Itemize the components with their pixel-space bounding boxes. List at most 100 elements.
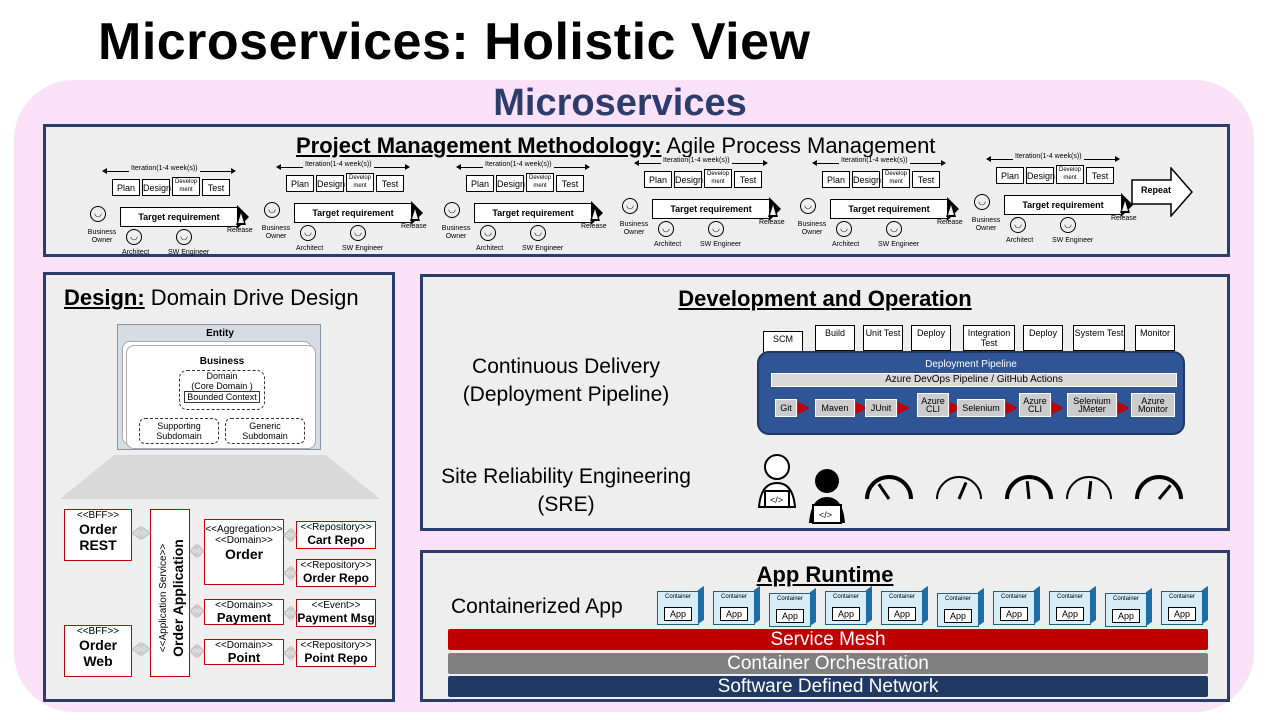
container-label: Container <box>1056 594 1083 600</box>
release-label: Release <box>401 223 427 230</box>
release-icon <box>1120 197 1130 213</box>
tool-2: JUnit <box>865 399 897 417</box>
container-label: Container <box>776 596 803 602</box>
app-label: App <box>832 607 860 621</box>
pipeline-arrow <box>798 402 810 414</box>
sw-engineer-label: SW Engineer <box>878 241 920 248</box>
target-requirement: Target requirement <box>652 197 781 221</box>
sw-engineer-icon: ◡ <box>1060 217 1076 233</box>
container-label: Container <box>888 594 915 600</box>
test-box: Test <box>376 175 404 192</box>
app-label: App <box>1112 609 1140 623</box>
tool-5: Azure CLI <box>1019 393 1051 417</box>
point-domain: <<Domain>>Point <box>204 639 284 665</box>
gauge-icon <box>936 476 982 500</box>
target-requirement: Target requirement <box>120 205 249 229</box>
devops-panel: Development and Operation Continuous Del… <box>420 274 1230 531</box>
containerized-app-label: Containerized App <box>451 595 623 618</box>
business-owner-label: Business Owner <box>441 225 471 240</box>
design-box: Design <box>1026 167 1055 184</box>
pipeline-subtitle: Azure DevOps Pipeline / GitHub Actions <box>771 373 1177 387</box>
stage-5: Deploy <box>1023 325 1063 351</box>
project-management-panel: Project Management Methodology: Agile Pr… <box>43 124 1230 257</box>
tool-1: Maven <box>815 399 855 417</box>
sw-engineer-label: SW Engineer <box>522 245 564 252</box>
business-owner-label: Business Owner <box>971 217 1001 232</box>
target-requirement: Target requirement <box>830 197 959 221</box>
business-owner-icon: ◡ <box>264 202 280 218</box>
business-owner-label: Business Owner <box>619 221 649 236</box>
pipeline-arrow <box>1118 402 1130 414</box>
design-box: Design <box>674 171 703 188</box>
pipeline-arrow <box>1006 402 1018 414</box>
payment-domain: <<Domain>>Payment <box>204 599 284 625</box>
sw-engineer-label: SW Engineer <box>168 249 210 256</box>
architect-label: Architect <box>832 241 860 248</box>
architect-icon: ◡ <box>1010 217 1026 233</box>
architect-label: Architect <box>122 249 150 256</box>
plan-box: Plan <box>822 171 850 188</box>
target-requirement: Target requirement <box>294 201 423 225</box>
bff-order-web: <<BFF>>Order Web <box>64 625 132 677</box>
deployment-pipeline: Deployment Pipeline Azure DevOps Pipelin… <box>757 351 1185 435</box>
sw-engineer-icon: ◡ <box>708 221 724 237</box>
plan-box: Plan <box>286 175 314 192</box>
gauge-icon <box>1005 475 1053 500</box>
stage-3: Deploy <box>911 325 951 351</box>
bounded-context-label: Bounded Context <box>184 391 260 403</box>
test-box: Test <box>556 175 584 192</box>
app-label: App <box>888 607 916 621</box>
business-label: Business <box>199 356 245 367</box>
engineer-icon: </> <box>757 454 797 508</box>
release-label: Release <box>581 223 607 230</box>
tool-7: Azure Monitor <box>1131 393 1175 417</box>
payment-msg-event: <<Event>>Payment Msg <box>296 599 376 627</box>
sw-engineer-label: SW Engineer <box>1052 237 1094 244</box>
gauge-icon <box>1135 475 1183 500</box>
tool-0: Git <box>775 399 797 417</box>
app-label: App <box>1168 607 1196 621</box>
test-box: Test <box>912 171 940 188</box>
continuous-delivery-label: Continuous Delivery (Deployment Pipeline… <box>462 355 670 406</box>
business-owner-icon: ◡ <box>90 206 106 222</box>
entity-label: Entity <box>206 328 234 339</box>
svg-text:</>: </> <box>770 495 783 505</box>
development-box: Develop ment <box>704 169 732 188</box>
test-box: Test <box>734 171 762 188</box>
release-icon <box>768 201 778 217</box>
release-label: Release <box>759 219 785 226</box>
release-icon <box>410 205 420 221</box>
stage-6: System Test <box>1073 325 1125 351</box>
pipeline-arrow <box>898 402 910 414</box>
supporting-subdomain: Supporting Subdomain <box>139 418 219 444</box>
container-label: Container <box>944 596 971 602</box>
container-label: Container <box>1000 594 1027 600</box>
business-owner-label: Business Owner <box>797 221 827 236</box>
development-box: Develop ment <box>526 173 554 192</box>
iteration-4: Iteration(1-4 week(s)) Plan Design Devel… <box>620 155 796 248</box>
app-label: App <box>1056 607 1084 621</box>
test-box: Test <box>202 179 230 196</box>
app-label: App <box>1000 607 1028 621</box>
page-title: Microservices: Holistic View <box>98 13 811 71</box>
architect-label: Architect <box>476 245 504 252</box>
development-box: Develop ment <box>172 177 200 196</box>
business-owner-icon: ◡ <box>974 194 990 210</box>
container-label: Container <box>1168 594 1195 600</box>
stage-4: Integration Test <box>963 325 1015 351</box>
business-owner-icon: ◡ <box>800 198 816 214</box>
business-owner-label: Business Owner <box>87 229 117 244</box>
release-label: Release <box>227 227 253 234</box>
app-label: App <box>944 609 972 623</box>
business-box: Business Domain (Core Domain ) Bounded C… <box>126 345 316 449</box>
plan-box: Plan <box>996 167 1024 184</box>
order-application-service: <<Application Service>>Order Application <box>150 509 190 677</box>
svg-text:</>: </> <box>819 510 832 520</box>
